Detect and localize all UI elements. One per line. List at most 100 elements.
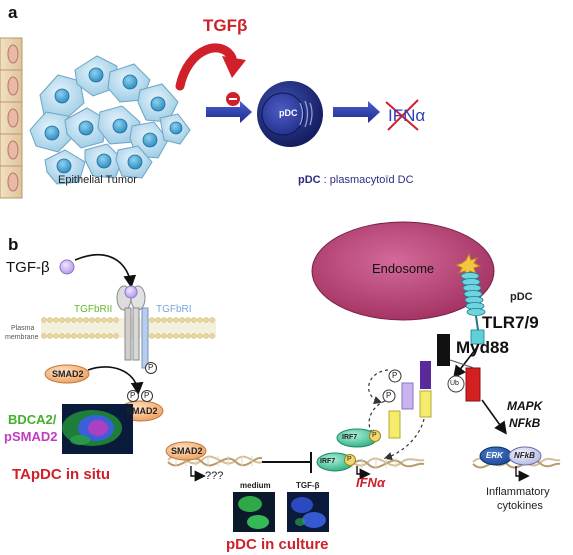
lipid-head [191, 333, 197, 339]
tlr-coil [460, 272, 486, 345]
yellow-block-right [419, 390, 432, 418]
blue-arrow-left [206, 101, 252, 123]
receptor-phospho [145, 362, 157, 374]
smad2-complex-label: SMAD2 [126, 406, 158, 416]
panel-b-label: b [8, 235, 19, 254]
lipid-head [167, 333, 173, 339]
smad-p2-label: P [144, 391, 150, 400]
irf7-dna-p: P [347, 456, 352, 463]
lipid-head [107, 317, 113, 323]
purple-kinase-block [420, 361, 431, 389]
lipid-head [179, 333, 185, 339]
phospho-lower-label: P [386, 391, 392, 400]
lipid-head [65, 333, 71, 339]
lipid-head [53, 333, 59, 339]
smad2-activation-arrow [87, 366, 144, 396]
irf7-upper-label: IRF7 [342, 434, 358, 441]
lipid-head [173, 333, 179, 339]
irf7-dna-label: IRF7 [320, 458, 336, 465]
lipid-head [41, 317, 47, 323]
lipid-head [161, 317, 167, 323]
yellow-block-left [388, 410, 401, 439]
lipid-head [185, 317, 191, 323]
panel-a-label: a [8, 3, 18, 22]
blue-arrow-right [333, 101, 380, 123]
mapk-arrow [481, 399, 507, 435]
lipid-head [149, 317, 155, 323]
pdc-legend: pDC : plasmacytoïd DC [298, 174, 414, 186]
myd88-label: Myd88 [456, 338, 509, 357]
lipid-head [167, 317, 173, 323]
lipid-head [89, 317, 95, 323]
lipid-head [185, 333, 191, 339]
ubiquitin-tag [447, 375, 465, 393]
tlr79-label: TLR7/9 [482, 313, 539, 332]
nfkb-small-label: NFkB [514, 451, 535, 460]
lipid-head [101, 317, 107, 323]
lipid-head [95, 317, 101, 323]
pdc-corner-label: pDC [510, 291, 533, 303]
tgfbri-label: TGFbRI [156, 304, 192, 315]
mapk-label: MAPK [507, 399, 543, 413]
plasma-membrane [41, 317, 216, 339]
lipid-head [113, 317, 119, 323]
lipid-head [83, 317, 89, 323]
lipid-head [197, 317, 203, 323]
lipid-head [65, 317, 71, 323]
receptor-p-label: P [148, 363, 154, 372]
epithelial-column [0, 37, 23, 199]
lipid-head [71, 317, 77, 323]
transcription-start-right [356, 466, 371, 480]
lipid-head [83, 333, 89, 339]
phospho-upper-label: P [392, 371, 398, 380]
lipid-head [173, 317, 179, 323]
tumor-nuclei [44, 67, 183, 174]
smad2-on-dna [165, 441, 207, 461]
lipid-head [161, 333, 167, 339]
smad2-inactive-label: SMAD2 [52, 369, 84, 379]
inhibition-bar [262, 452, 312, 473]
cytokines-label: cytokines [497, 500, 543, 512]
lipid-head [53, 317, 59, 323]
dashed-arrows [368, 369, 425, 461]
endosome-label: Endosome [372, 261, 435, 276]
pdc-in-culture-label: pDC in culture [226, 536, 329, 553]
lipid-head [47, 317, 53, 323]
ligand-to-receptor-arrow [74, 254, 137, 289]
nfkb-label: NFkB [509, 416, 541, 430]
medium-label: medium [240, 481, 271, 490]
phospho-upper [388, 369, 402, 383]
lipid-head [77, 333, 83, 339]
ub-label: Ub [450, 380, 459, 387]
endosome [311, 221, 495, 321]
pdc-cell-label: pDC [279, 108, 298, 118]
tgf-ligand-label: TGF-β [6, 259, 50, 276]
pdc-cell [257, 81, 323, 147]
bdca2-label: BDCA2/ [8, 412, 57, 427]
transcription-start-left [190, 466, 206, 482]
tgf-beta-label: TGFβ [203, 16, 248, 35]
lipid-head [95, 333, 101, 339]
membrane-label: membrane [5, 334, 39, 341]
lipid-head [149, 333, 155, 339]
lipid-head [89, 333, 95, 339]
lipid-head [197, 333, 203, 339]
tlr-to-myd88-arrow [453, 345, 479, 379]
lipid-head [155, 317, 161, 323]
lipid-head [41, 333, 47, 339]
tapdc-in-situ-label: TApDC in situ [12, 466, 111, 483]
tgf-ligand-ball [59, 259, 75, 275]
phospho-lower [382, 389, 396, 403]
tgf-beta-culture-label: TGF-β [296, 481, 320, 490]
nfkb-factor [508, 446, 542, 466]
smad2-inactive [44, 364, 90, 384]
lavender-kinase-block [401, 382, 414, 410]
irf7-upper-p: P [372, 432, 377, 439]
myd88-red-block [465, 367, 481, 402]
lipid-head [77, 317, 83, 323]
lipid-head [101, 333, 107, 339]
unknown-target-label: ??? [205, 470, 224, 482]
lipid-head [209, 333, 215, 339]
smad2-dna-label: SMAD2 [171, 446, 203, 456]
